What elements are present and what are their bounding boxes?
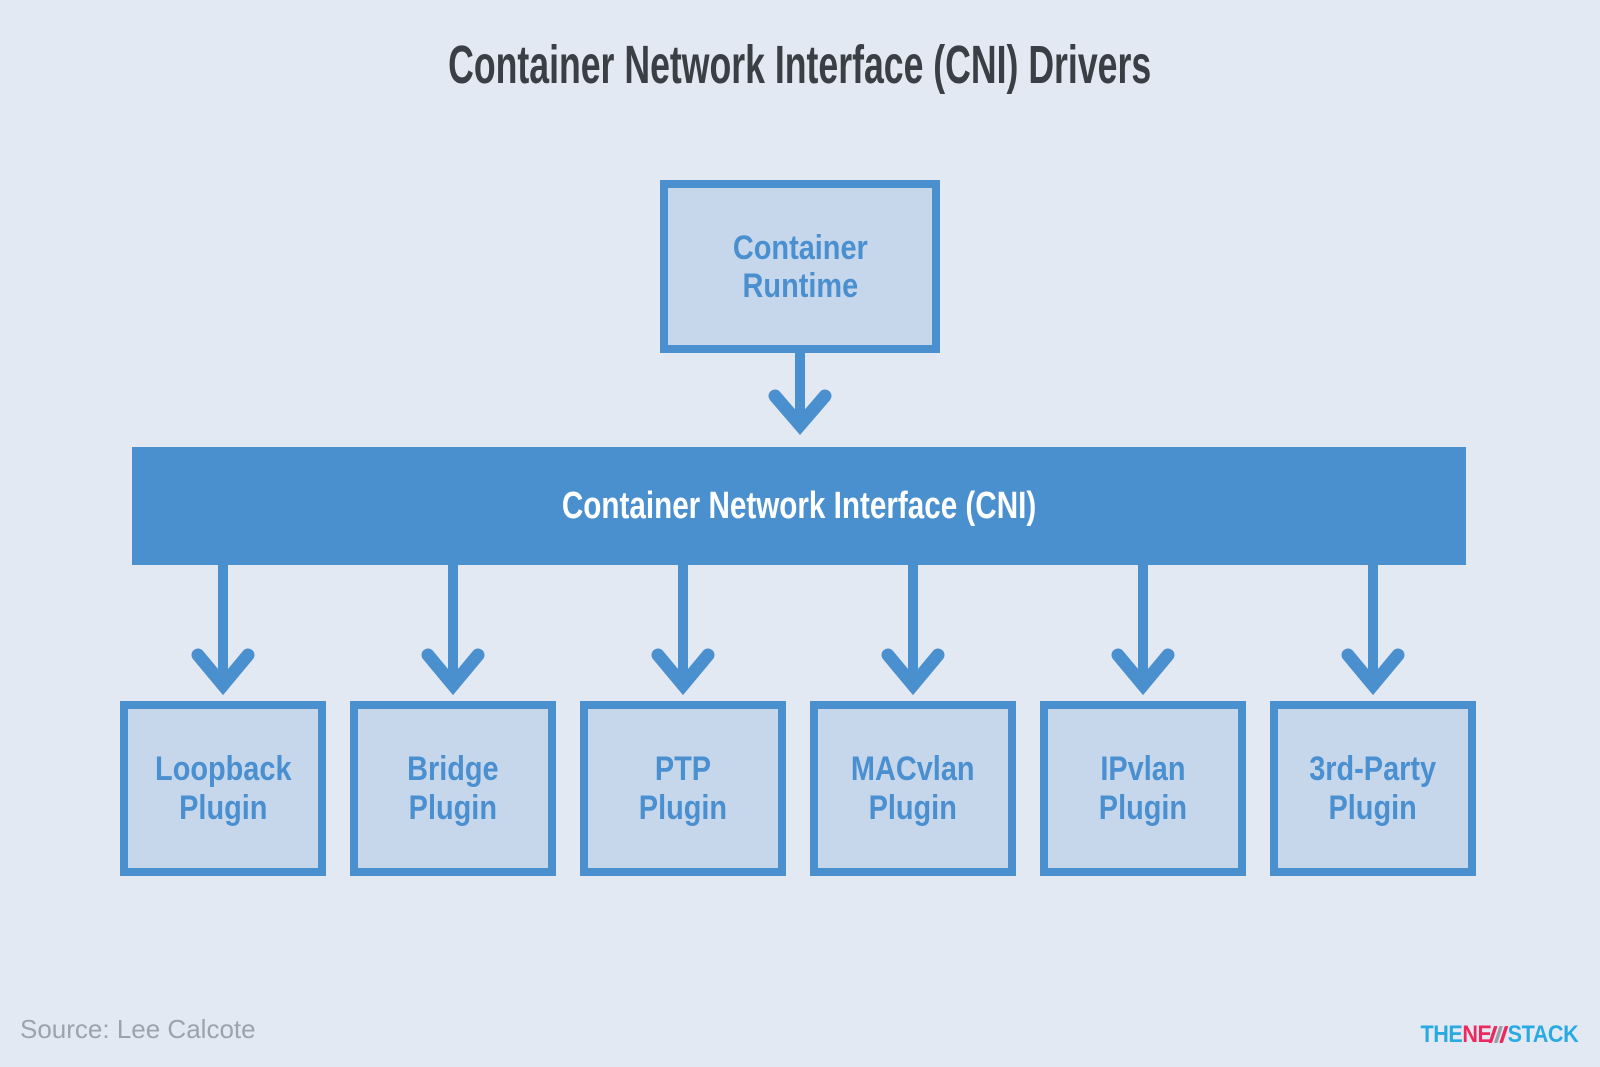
connector-cni-to-3rdparty-arrow-down-icon	[1341, 565, 1405, 695]
node-container-runtime: Container Runtime	[660, 180, 940, 353]
thenewstack-logo: THENE STACK	[1420, 1021, 1578, 1049]
node-3rd-party-plugin: 3rd-Party Plugin	[1270, 701, 1476, 876]
node-macvlan-plugin: MACvlan Plugin	[810, 701, 1016, 876]
node-ptp-plugin: PTP Plugin	[580, 701, 786, 876]
logo-the: THE	[1420, 1021, 1463, 1048]
node-3rd-party-plugin-label: 3rd-Party Plugin	[1309, 749, 1437, 827]
node-ptp-plugin-label: PTP Plugin	[638, 749, 728, 827]
node-cni-bar-label: Container Network Interface (CNI)	[561, 484, 1037, 527]
logo-stack: STACK	[1507, 1021, 1578, 1048]
connector-cni-to-loopback-arrow-down-icon	[191, 565, 255, 695]
node-container-runtime-label: Container Runtime	[732, 228, 868, 305]
node-cni-bar: Container Network Interface (CNI)	[132, 447, 1466, 565]
connector-cni-to-ptp-arrow-down-icon	[651, 565, 715, 695]
node-loopback-plugin: Loopback Plugin	[120, 701, 326, 876]
node-bridge-plugin: Bridge Plugin	[350, 701, 556, 876]
connector-cni-to-macvlan-arrow-down-icon	[881, 565, 945, 695]
connector-runtime-to-cni-arrow-down-icon	[768, 353, 832, 435]
logo-w-slashes-icon	[1488, 1022, 1509, 1043]
node-macvlan-plugin-label: MACvlan Plugin	[851, 749, 975, 827]
source-attribution: Source: Lee Calcote	[20, 1014, 256, 1044]
page-title-text: Container Network Interface (CNI) Driver…	[448, 35, 1152, 95]
logo-ne: NE	[1462, 1021, 1492, 1048]
node-bridge-plugin-label: Bridge Plugin	[407, 749, 499, 827]
node-ipvlan-plugin: IPvlan Plugin	[1040, 701, 1246, 876]
node-loopback-plugin-label: Loopback Plugin	[154, 749, 292, 827]
page-title: Container Network Interface (CNI) Driver…	[0, 34, 1600, 96]
connector-cni-to-ipvlan-arrow-down-icon	[1111, 565, 1175, 695]
node-ipvlan-plugin-label: IPvlan Plugin	[1098, 749, 1188, 827]
connector-cni-to-bridge-arrow-down-icon	[421, 565, 485, 695]
